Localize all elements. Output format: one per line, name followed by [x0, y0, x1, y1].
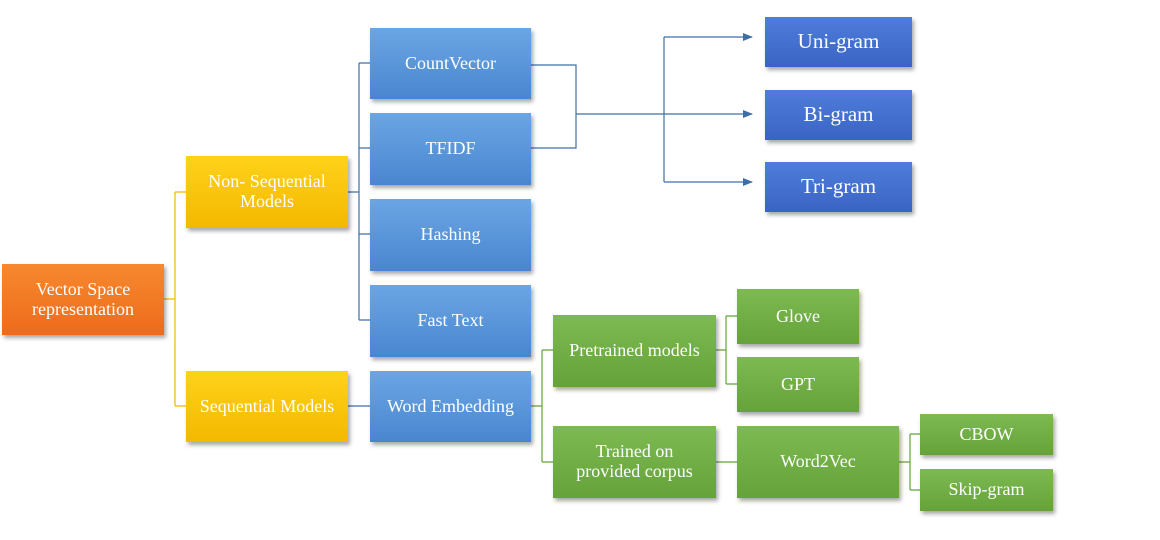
node-countvector: CountVector [370, 28, 531, 99]
node-word-embedding: Word Embedding [370, 371, 531, 442]
node-sequential-models: Sequential Models [186, 371, 348, 442]
connector-non-sequential-children [348, 62, 370, 321]
node-glove: Glove [737, 289, 859, 344]
connector-ngram-join [531, 37, 665, 182]
node-trained-on-provided-corpus: Trained on provided corpus [553, 426, 716, 498]
node-pretrained-models: Pretrained models [553, 315, 716, 387]
node-gpt: GPT [737, 357, 859, 412]
node-uni-gram: Uni-gram [765, 17, 912, 67]
node-tri-gram: Tri-gram [765, 162, 912, 212]
connector-pretrained-children [716, 315, 737, 385]
connector-word2vec-children [899, 433, 920, 491]
node-tfidf: TFIDF [370, 113, 531, 185]
node-fast-text: Fast Text [370, 285, 531, 357]
node-vector-space-representation: Vector Space representation [2, 264, 164, 335]
node-word2vec: Word2Vec [737, 426, 899, 498]
node-bi-gram: Bi-gram [765, 90, 912, 140]
node-cbow: CBOW [920, 414, 1053, 455]
node-hashing: Hashing [370, 199, 531, 271]
connector-word-embedding-children [531, 349, 553, 463]
connector-root-branches [164, 191, 186, 407]
node-non-sequential-models: Non- Sequential Models [186, 156, 348, 228]
node-skip-gram: Skip-gram [920, 469, 1053, 511]
